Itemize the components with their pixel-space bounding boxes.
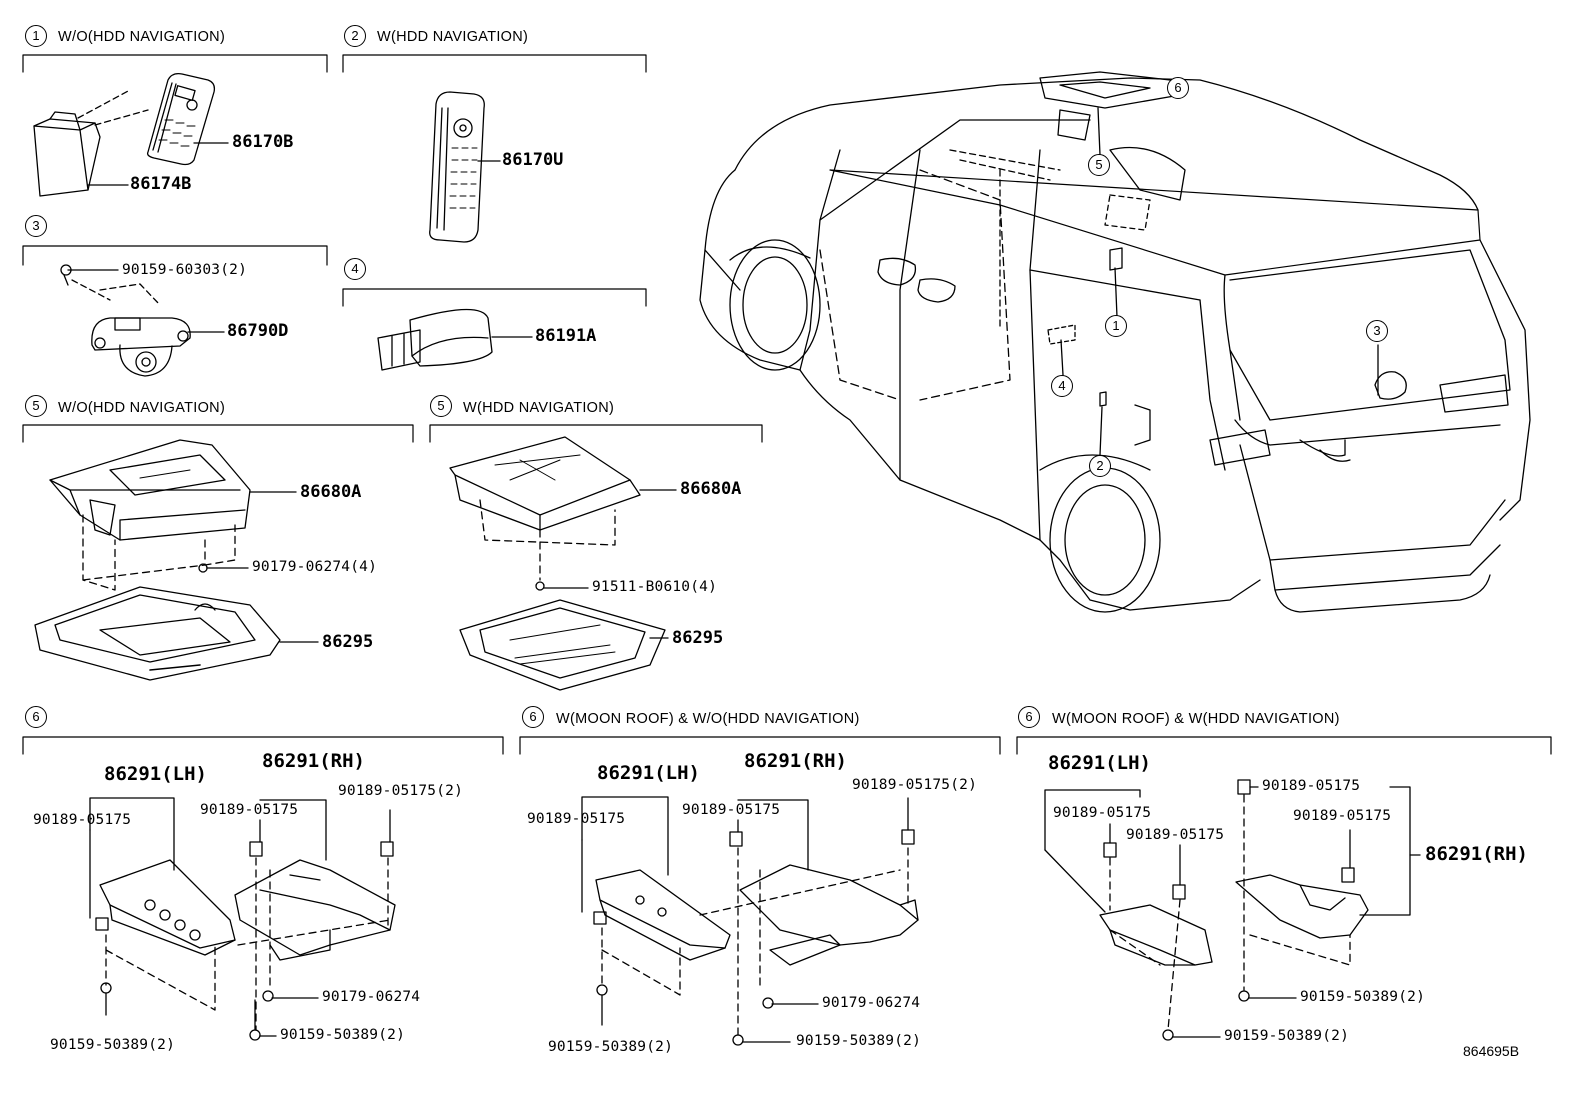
section-5a-number: 5 <box>25 395 47 417</box>
display-unit-86680A-a <box>49 439 251 591</box>
vehicle-illustration <box>699 71 1531 613</box>
part-90189-05175-6c-a[interactable]: 90189-05175 <box>1053 805 1152 821</box>
bezel-86295-b <box>459 599 666 691</box>
part-90159-50389-6b-lh[interactable]: 90159-50389(2) <box>548 1039 674 1055</box>
bezel-86295-a <box>34 586 281 681</box>
remote-control-86170U <box>429 91 485 243</box>
leader-lines-6c <box>1044 786 1421 1038</box>
section-4-number: 4 <box>344 258 366 280</box>
part-86790D[interactable]: 86790D <box>227 321 289 341</box>
part-86295-b[interactable]: 86295 <box>672 628 724 648</box>
part-91511-B0610[interactable]: 91511-B0610(4) <box>592 579 718 595</box>
display-unit-86680A-b <box>449 436 641 581</box>
section-5b-title: W(HDD NAVIGATION) <box>463 400 615 416</box>
part-90189-05175-6a-lh[interactable]: 90189-05175 <box>33 812 132 828</box>
vehicle-callout-6: 6 <box>1167 77 1189 99</box>
part-90159-50389-6c-b[interactable]: 90159-50389(2) <box>1224 1028 1350 1044</box>
diagram-code: 864695B <box>1463 1043 1520 1059</box>
dashed-leaders-6b <box>601 847 909 1036</box>
part-90179-06274-6b[interactable]: 90179-06274 <box>822 995 921 1011</box>
clips-and-screws-6b <box>593 829 915 1046</box>
clips-and-screws-6c <box>1103 779 1355 1041</box>
part-86291-lh-c[interactable]: 86291(LH) <box>1048 752 1151 774</box>
part-90159-50389-6b-rh[interactable]: 90159-50389(2) <box>796 1033 922 1049</box>
section-2-title: W(HDD NAVIGATION) <box>377 29 529 45</box>
part-90179-06274-4[interactable]: 90179-06274(4) <box>252 559 378 575</box>
part-86191A[interactable]: 86191A <box>535 326 597 346</box>
part-86170B[interactable]: 86170B <box>232 132 294 152</box>
dashed-leaders-6c <box>1109 794 1351 1031</box>
remote-control-86170B <box>146 72 216 166</box>
part-90159-50389-6a-lh[interactable]: 90159-50389(2) <box>50 1037 176 1053</box>
module-86191A <box>377 308 493 371</box>
part-86174B[interactable]: 86174B <box>130 174 192 194</box>
part-90189-05175-6c-b[interactable]: 90189-05175 <box>1126 827 1225 843</box>
part-90189-05175-6a-rh[interactable]: 90189-05175 <box>200 802 299 818</box>
part-90189-05175-6c-c[interactable]: 90189-05175 <box>1262 778 1361 794</box>
part-90159-50389-6c-a[interactable]: 90159-50389(2) <box>1300 989 1426 1005</box>
section-6b-number: 6 <box>522 706 544 728</box>
part-86680A-a[interactable]: 86680A <box>300 482 362 502</box>
bracket-86291-lh-b <box>595 869 731 961</box>
dashed-leaders-6a <box>105 857 391 1031</box>
part-86291-lh-a[interactable]: 86291(LH) <box>104 763 207 785</box>
section-5b-number: 5 <box>430 395 452 417</box>
part-86680A-b[interactable]: 86680A <box>680 479 742 499</box>
camera-86790D <box>60 264 191 377</box>
leader-lines-6b <box>581 796 909 1043</box>
part-86170U[interactable]: 86170U <box>502 150 564 170</box>
section-1-number: 1 <box>25 25 47 47</box>
bracket-86291-rh-b <box>739 864 919 966</box>
section-5a-title: W/O(HDD NAVIGATION) <box>58 400 226 416</box>
vehicle-callout-4: 4 <box>1051 375 1073 397</box>
vehicle-callout-3: 3 <box>1366 320 1388 342</box>
bracket-86291-lh-c <box>1099 904 1213 966</box>
part-90189-05175-6b-rh[interactable]: 90189-05175 <box>682 802 781 818</box>
leader-lines-6a <box>89 797 391 1037</box>
bracket-86291-lh-a <box>99 859 236 956</box>
section-6b-title: W(MOON ROOF) & W/O(HDD NAVIGATION) <box>556 711 860 727</box>
vehicle-callout-2: 2 <box>1089 455 1111 477</box>
section-2-number: 2 <box>344 25 366 47</box>
part-86291-rh-a[interactable]: 86291(RH) <box>262 750 365 772</box>
section-6c-number: 6 <box>1018 706 1040 728</box>
bracket-86291-rh-c <box>1235 874 1369 939</box>
part-90179-06274-6a[interactable]: 90179-06274 <box>322 989 421 1005</box>
part-86291-rh-b[interactable]: 86291(RH) <box>744 750 847 772</box>
part-90189-05175-2-6b[interactable]: 90189-05175(2) <box>852 777 978 793</box>
part-90159-50389-6a-rh[interactable]: 90159-50389(2) <box>280 1027 406 1043</box>
section-6a-number: 6 <box>25 706 47 728</box>
section-6c-title: W(MOON ROOF) & W(HDD NAVIGATION) <box>1052 711 1340 727</box>
part-86295-a[interactable]: 86295 <box>322 632 374 652</box>
part-86291-rh-c[interactable]: 86291(RH) <box>1425 843 1528 865</box>
remote-holder-86174B <box>33 89 149 197</box>
part-90189-05175-6b-lh[interactable]: 90189-05175 <box>527 811 626 827</box>
section-brackets <box>22 54 1552 755</box>
part-90159-60303[interactable]: 90159-60303(2) <box>122 262 248 278</box>
part-90189-05175-2-6a[interactable]: 90189-05175(2) <box>338 783 464 799</box>
section-1-title: W/O(HDD NAVIGATION) <box>58 29 226 45</box>
clips-and-screws-6a <box>95 841 394 1041</box>
vehicle-callout-5: 5 <box>1088 154 1110 176</box>
section-3-number: 3 <box>25 215 47 237</box>
vehicle-callout-1: 1 <box>1105 315 1127 337</box>
part-90189-05175-6c-d[interactable]: 90189-05175 <box>1293 808 1392 824</box>
bracket-86291-rh-a <box>234 859 396 961</box>
part-86291-lh-b[interactable]: 86291(LH) <box>597 762 700 784</box>
